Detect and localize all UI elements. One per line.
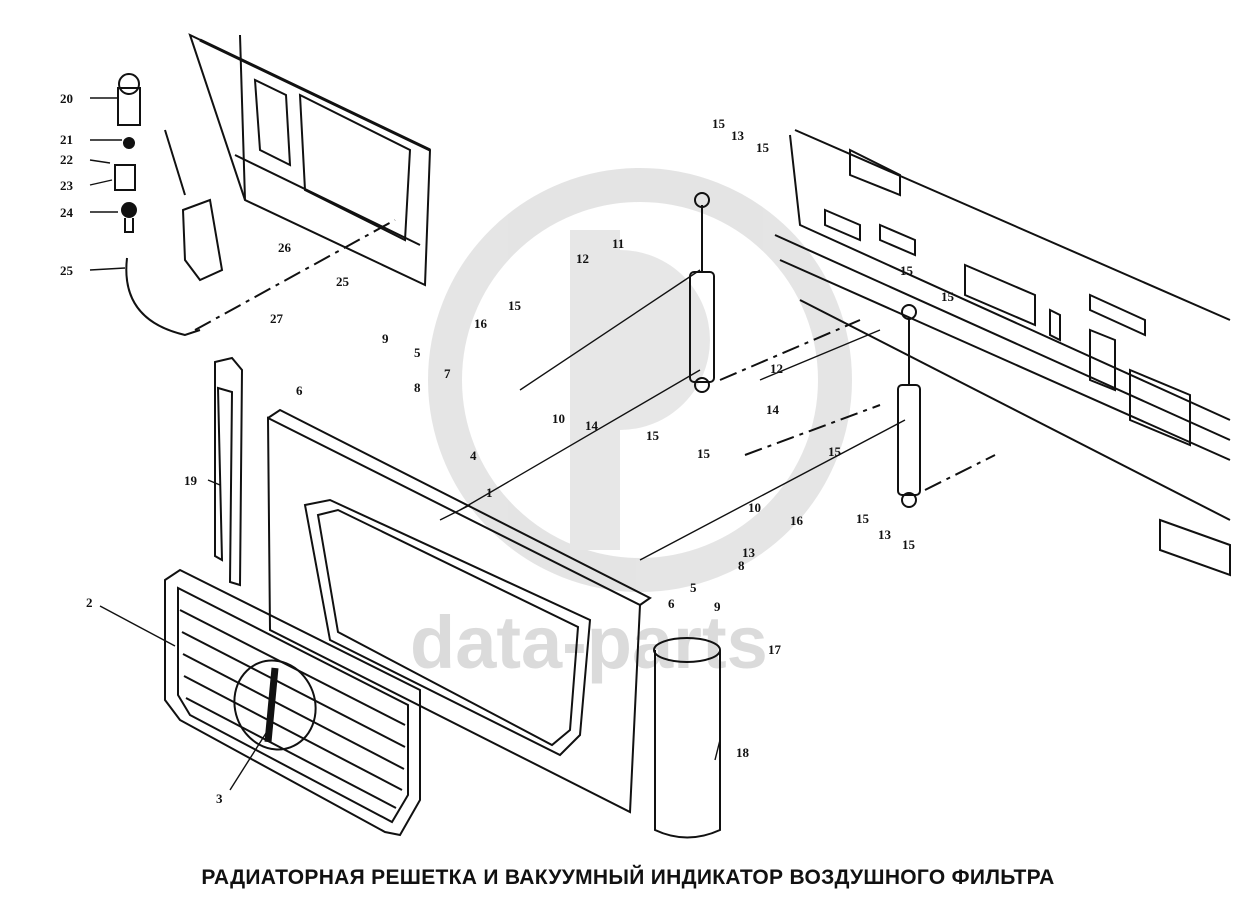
callout-8: 8 <box>738 558 745 573</box>
side-trim <box>214 356 244 587</box>
callout-21: 21 <box>60 132 73 147</box>
callout-23: 23 <box>60 178 74 193</box>
callout-3: 3 <box>216 791 223 806</box>
callout-1: 1 <box>486 485 493 500</box>
callout-15: 15 <box>508 298 522 313</box>
callout-15: 15 <box>756 140 770 155</box>
callout-15: 15 <box>712 116 726 131</box>
callout-9: 9 <box>714 599 721 614</box>
callout-15: 15 <box>828 444 842 459</box>
callout-25: 25 <box>60 263 74 278</box>
vacuum-indicator <box>114 73 224 337</box>
diagram-title: РАДИАТОРНАЯ РЕШЕТКА И ВАКУУМНЫЙ ИНДИКАТО… <box>201 866 1055 889</box>
callout-5: 5 <box>414 345 421 360</box>
gas-strut-left <box>689 192 715 393</box>
callout-18: 18 <box>736 745 750 760</box>
callout-14: 14 <box>766 402 780 417</box>
callout-9: 9 <box>382 331 389 346</box>
callout-19: 19 <box>184 473 198 488</box>
callout-13: 13 <box>742 545 756 560</box>
callout-25: 25 <box>336 274 350 289</box>
callout-14: 14 <box>585 418 599 433</box>
callouts: 1 2 3 4 5 5 6 6 7 8 8 9 9 10 10 11 12 12… <box>60 91 955 806</box>
front-panel <box>266 408 652 814</box>
callout-22: 22 <box>60 152 73 167</box>
callout-17: 17 <box>768 642 782 657</box>
callout-13: 13 <box>878 527 892 542</box>
gas-strut-right <box>897 304 921 508</box>
cab-panel-right <box>774 129 1231 577</box>
callout-15: 15 <box>941 289 955 304</box>
callout-15: 15 <box>697 446 711 461</box>
radiator-grille <box>164 568 421 837</box>
callout-12: 12 <box>770 361 783 376</box>
callout-16: 16 <box>474 316 488 331</box>
dashed-axes <box>194 219 996 491</box>
callout-6: 6 <box>296 383 303 398</box>
callout-10: 10 <box>552 411 565 426</box>
callout-8: 8 <box>414 380 421 395</box>
callout-13: 13 <box>731 128 745 143</box>
watermark-logo <box>428 168 852 592</box>
leader-lines <box>89 97 906 791</box>
callout-26: 26 <box>278 240 292 255</box>
callout-16: 16 <box>790 513 804 528</box>
callout-6: 6 <box>668 596 675 611</box>
callout-2: 2 <box>86 595 93 610</box>
callout-15: 15 <box>646 428 660 443</box>
callout-20: 20 <box>60 91 73 106</box>
callout-5: 5 <box>690 580 697 595</box>
callout-15: 15 <box>856 511 870 526</box>
callout-12: 12 <box>576 251 589 266</box>
callout-11: 11 <box>612 236 624 251</box>
callout-15: 15 <box>902 537 916 552</box>
callout-24: 24 <box>60 205 74 220</box>
callout-4: 4 <box>470 448 477 463</box>
callout-10: 10 <box>748 500 761 515</box>
cab-panel-left <box>188 33 432 287</box>
filter-cylinder <box>653 637 721 839</box>
callout-7: 7 <box>444 366 451 381</box>
callout-15: 15 <box>900 263 914 278</box>
callout-27: 27 <box>270 311 284 326</box>
